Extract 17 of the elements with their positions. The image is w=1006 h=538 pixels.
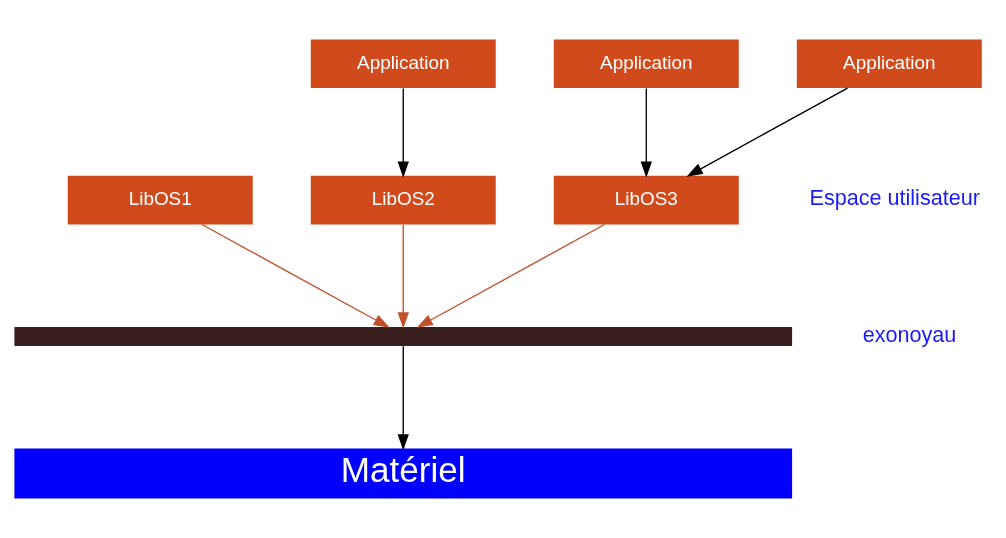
- arrow: [397, 87, 409, 178]
- node-box: LibOS3: [553, 175, 739, 225]
- node-box: LibOS1: [67, 175, 253, 225]
- arrow: [686, 87, 848, 177]
- label: exonoyau: [862, 321, 956, 347]
- arrow: [200, 223, 390, 328]
- node-box: Application: [553, 39, 739, 89]
- node-box: LibOS2: [310, 175, 496, 225]
- arrow: [640, 87, 652, 178]
- arrow: [397, 224, 409, 329]
- label: Espace utilisateur: [808, 185, 980, 211]
- node-bar: [13, 327, 792, 346]
- node-box: Application: [310, 39, 496, 89]
- arrow: [416, 223, 605, 328]
- node-box: Matériel: [13, 448, 792, 499]
- arrow: [397, 345, 409, 451]
- node-box: Application: [796, 39, 982, 89]
